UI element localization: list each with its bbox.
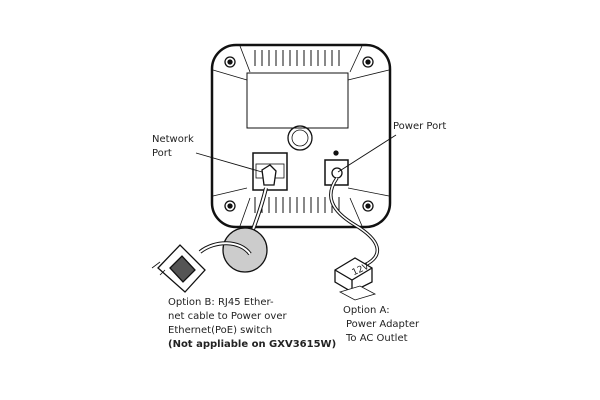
option-b-line: Option B: RJ45 Ether- xyxy=(168,297,274,308)
camera-back-body xyxy=(210,43,392,229)
network-port xyxy=(252,152,288,191)
option-a-line: Power Adapter xyxy=(346,319,420,330)
network-port-label-line: Network xyxy=(152,134,194,145)
power-adapter-icon xyxy=(334,257,377,301)
power-port-label: Power Port xyxy=(393,121,447,132)
option-a-caption: Option A: Power Adapter To AC Outlet xyxy=(343,304,419,346)
option-a-line: Option A: xyxy=(343,305,390,316)
option-b-line: net cable to Power over xyxy=(168,311,287,322)
reset-button xyxy=(287,125,313,151)
network-port-label-line: Port xyxy=(152,148,172,159)
option-b-line: Ethernet(PoE) switch xyxy=(168,325,273,336)
label-panel xyxy=(246,72,349,129)
option-b-caption: Option B: RJ45 Ether- net cable to Power… xyxy=(168,296,336,352)
network-port-label: Network Port xyxy=(152,133,194,161)
top-vent-grill xyxy=(254,50,340,66)
option-b-note: (Not appliable on GXV3615W) xyxy=(168,339,337,350)
screw-icons xyxy=(224,56,374,212)
poe-switch-socket-icon xyxy=(151,244,206,293)
power-port xyxy=(324,159,349,186)
option-a-line: To AC Outlet xyxy=(346,333,408,344)
